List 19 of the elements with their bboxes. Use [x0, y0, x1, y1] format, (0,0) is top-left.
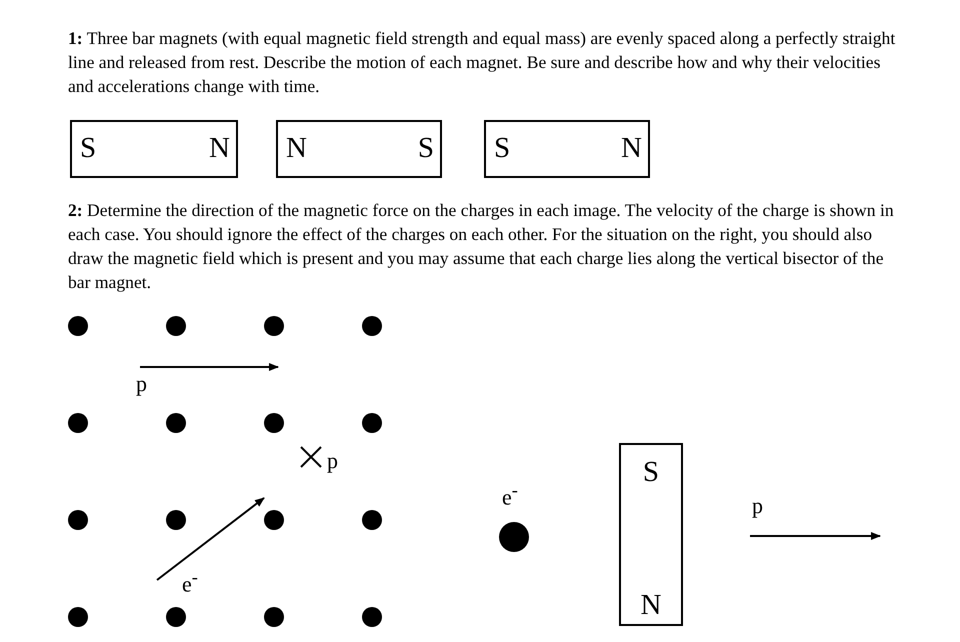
question-text: 2: Determine the direction of the magnetic force on the charges in each image. The velocity of the charge is shown in each case. You should ignore the effect of the charges on each other. For the situation on the right, you should also draw the magnetic field which is present and you may assume that each charge lies along the vertical bisector of the bar magnet.: [68, 199, 895, 294]
pole-label: S: [642, 457, 660, 487]
question-text: 1: Three bar magnets (with equal magnetic field strength and equal mass) are evenly spaced along a perfectly straight line and released from rest. Describe the motion of each magnet. Be sure and describe how and why their velocities and accelerations change with time.: [68, 27, 896, 98]
pole-label: N: [286, 133, 307, 163]
charge-label: p: [752, 494, 763, 518]
charge-label: e$^{-}$: [182, 566, 198, 596]
bar-magnet: [619, 443, 683, 626]
charge-label: e$^{-}$: [502, 479, 518, 510]
bar-magnet: [484, 120, 650, 178]
bar-magnet: [276, 120, 442, 178]
pole-label: N: [209, 133, 230, 163]
charge-label: p: [136, 372, 147, 396]
bar-magnet: [70, 120, 238, 178]
charge-label: p: [327, 449, 338, 473]
pole-label: S: [494, 133, 510, 163]
pole-label: S: [418, 133, 434, 163]
pole-label: N: [621, 133, 642, 163]
pole-label: N: [640, 590, 662, 620]
pole-label: S: [80, 133, 96, 163]
